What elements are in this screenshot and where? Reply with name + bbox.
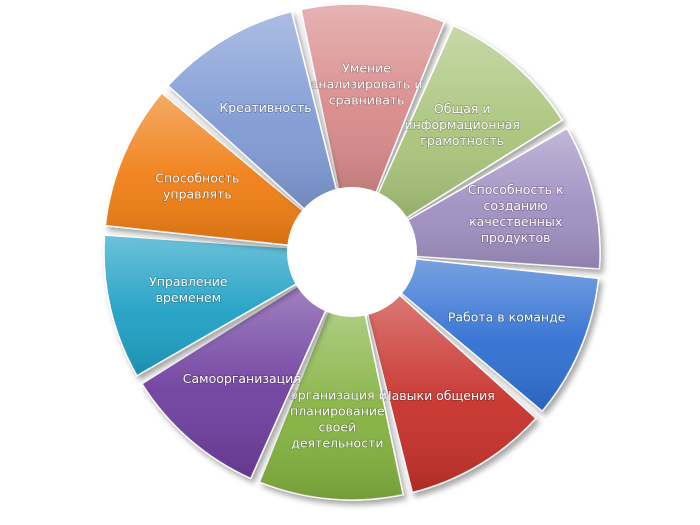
segment-label-line: Умение — [342, 60, 391, 75]
segment-label-line: информационная — [404, 117, 519, 132]
segment-gloss-communication — [367, 293, 537, 493]
segment-label-line: Креативность — [219, 99, 311, 114]
segment-gloss-literacy — [377, 25, 563, 220]
segment-label-line: грамотность — [420, 133, 504, 148]
segment-label-line: своей — [319, 419, 357, 434]
center-hole — [287, 187, 417, 317]
segment-label-line: Навыки общения — [382, 388, 495, 403]
segment-label-teamwork: Работа в команде — [448, 309, 566, 324]
segment-label-line: созданию — [484, 198, 548, 213]
segment-label-line: Способность к — [468, 182, 564, 197]
segment-label-creativity: Креативность — [219, 99, 311, 114]
segment-label-line: Организация и — [288, 387, 387, 402]
segment-label-communication: Навыки общения — [382, 388, 495, 403]
segment-label-line: сравнивать — [329, 92, 405, 107]
segment-creativity — [166, 10, 338, 212]
segment-label-line: Общая и — [434, 101, 491, 116]
segment-gloss-teamwork — [399, 258, 599, 412]
segment-communication — [366, 292, 538, 494]
segment-gloss-time — [103, 235, 299, 376]
segment-gloss-analyze — [300, 3, 445, 195]
segment-label-line: анализировать и — [311, 76, 423, 91]
segment-gloss-selforg — [141, 284, 327, 479]
segment-gloss-planning — [259, 309, 404, 501]
segment-label-line: управлять — [163, 186, 232, 201]
segment-label-line: Управление — [149, 273, 228, 288]
segment-label-line: деятельности — [291, 435, 383, 450]
segment-label-selforg: Самоорганизация — [183, 370, 301, 385]
segment-label-line: качественных — [469, 214, 562, 229]
segment-gloss-creativity — [167, 11, 337, 211]
segment-label-line: Самоорганизация — [183, 370, 301, 385]
segment-gloss-manage — [105, 92, 305, 246]
segment-label-line: временем — [156, 289, 221, 304]
segment-label-line: Работа в команде — [448, 309, 566, 324]
segment-label-line: планирование — [290, 403, 385, 418]
segment-gloss-quality — [405, 128, 600, 269]
segment-label-line: Способность — [155, 170, 239, 185]
segment-label-line: продуктов — [481, 230, 551, 245]
